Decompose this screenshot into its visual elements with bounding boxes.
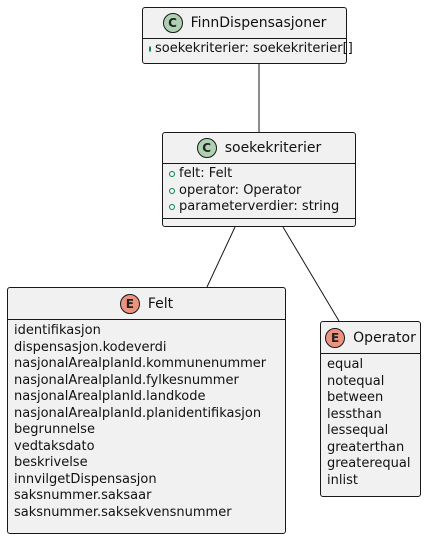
- public-visibility-icon: [169, 171, 175, 178]
- enum-values: identifikasjon dispensasjon.kodeverdi na…: [8, 320, 285, 523]
- attribute-row: operator: Operator: [169, 183, 349, 200]
- enum-value: nasjonalArealplanId.planidentifikasjon: [14, 405, 262, 421]
- attribute-list: felt: Felt operator: Operator parameterv…: [163, 164, 355, 218]
- class-title: soekekriterier: [224, 140, 322, 156]
- enum-value: notequal: [327, 373, 385, 389]
- enum-value: inlist: [327, 472, 358, 488]
- enum-value: beskrivelse: [14, 455, 88, 470]
- public-visibility-icon: [169, 204, 175, 211]
- attribute-row: parameterverdier: string: [169, 199, 349, 216]
- enum-badge-icon: E: [119, 293, 140, 314]
- methods-compartment: [163, 217, 355, 227]
- class-title: FinnDispensasjoner: [190, 15, 327, 31]
- enum-header: E Felt: [8, 288, 285, 320]
- enum-felt: E Felt identifikasjon dispensasjon.kodev…: [7, 287, 286, 534]
- class-badge-icon: C: [196, 138, 217, 158]
- enum-badge-icon: E: [325, 327, 346, 348]
- enum-value: greaterthan: [327, 439, 405, 455]
- edge-soekekriterier-felt: [206, 226, 236, 288]
- enum-value: innvilgetDispensasjon: [14, 471, 157, 487]
- enum-value: nasjonalArealplanId.landkode: [14, 389, 206, 404]
- enum-value: saksnummer.saksaar: [14, 488, 152, 503]
- enum-values: equal notequal between lessthan lessequa…: [321, 354, 420, 491]
- enum-value: nasjonalArealplanId.fylkesnummer: [14, 372, 239, 388]
- enum-value: identifikasjon: [14, 323, 101, 338]
- attribute-list: soekekriterier: soekekriterier[]: [143, 39, 353, 60]
- enum-title: Felt: [147, 295, 174, 312]
- public-visibility-icon: [169, 187, 175, 194]
- enum-value: between: [327, 390, 384, 405]
- class-soekekriterier: C soekekriterier felt: Felt operator: Op…: [162, 132, 356, 227]
- attribute-text: soekekriterier: soekekriterier[]: [155, 41, 353, 56]
- attribute-text: parameterverdier: string: [179, 199, 340, 214]
- class-header: C soekekriterier: [163, 133, 355, 164]
- enum-value: greaterequal: [327, 456, 411, 471]
- enum-value: vedtaksdato: [14, 438, 95, 454]
- enum-value: dispensasjon.kodeverdi: [14, 339, 167, 355]
- enum-header: E Operator: [321, 322, 420, 354]
- attribute-row: felt: Felt: [169, 166, 349, 183]
- attribute-row: soekekriterier: soekekriterier[]: [149, 41, 353, 58]
- enum-value: lessequal: [327, 423, 389, 438]
- enum-operator: E Operator equal notequal between lessth…: [320, 321, 421, 497]
- enum-value: lessthan: [327, 406, 382, 422]
- enum-value: begrunnelse: [14, 422, 95, 437]
- enum-value: equal: [327, 357, 364, 372]
- class-badge-icon: C: [162, 13, 183, 33]
- attribute-text: operator: Operator: [179, 182, 302, 198]
- enum-value: nasjonalArealplanId.kommunenummer: [14, 356, 267, 371]
- edge-soekekriterier-operator: [282, 226, 340, 322]
- enum-value: saksnummer.saksekvensnummer: [14, 504, 232, 520]
- enum-title: Operator: [353, 329, 416, 346]
- class-finndispensasjoner: C FinnDispensasjoner soekekriterier: soe…: [142, 7, 353, 64]
- attribute-text: felt: Felt: [179, 166, 233, 181]
- class-header: C FinnDispensasjoner: [143, 8, 346, 39]
- public-visibility-icon: [149, 46, 151, 53]
